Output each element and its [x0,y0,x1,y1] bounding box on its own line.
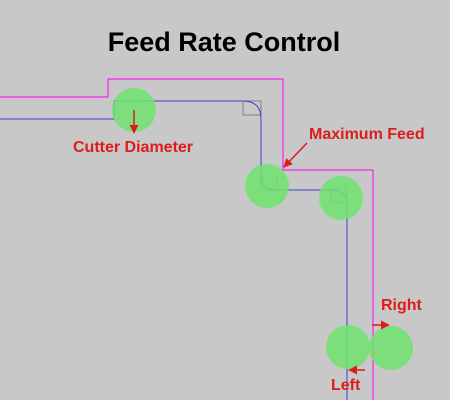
left-label: Left [331,377,361,394]
maximum-feed-label: Maximum Feed [309,126,425,143]
cutter-circle-corner [245,164,289,208]
cutter-circle-left [326,325,370,369]
cutter-diameter-label: Cutter Diameter [73,139,193,156]
diagram-title: Feed Rate Control [108,27,341,57]
offset-path [0,78,374,400]
corner-box-top [242,100,262,116]
right-label: Right [381,297,423,314]
cutter-circle-middle [319,176,363,220]
cutter-circle-right [369,326,413,370]
maximum-feed-arrow [283,142,308,168]
